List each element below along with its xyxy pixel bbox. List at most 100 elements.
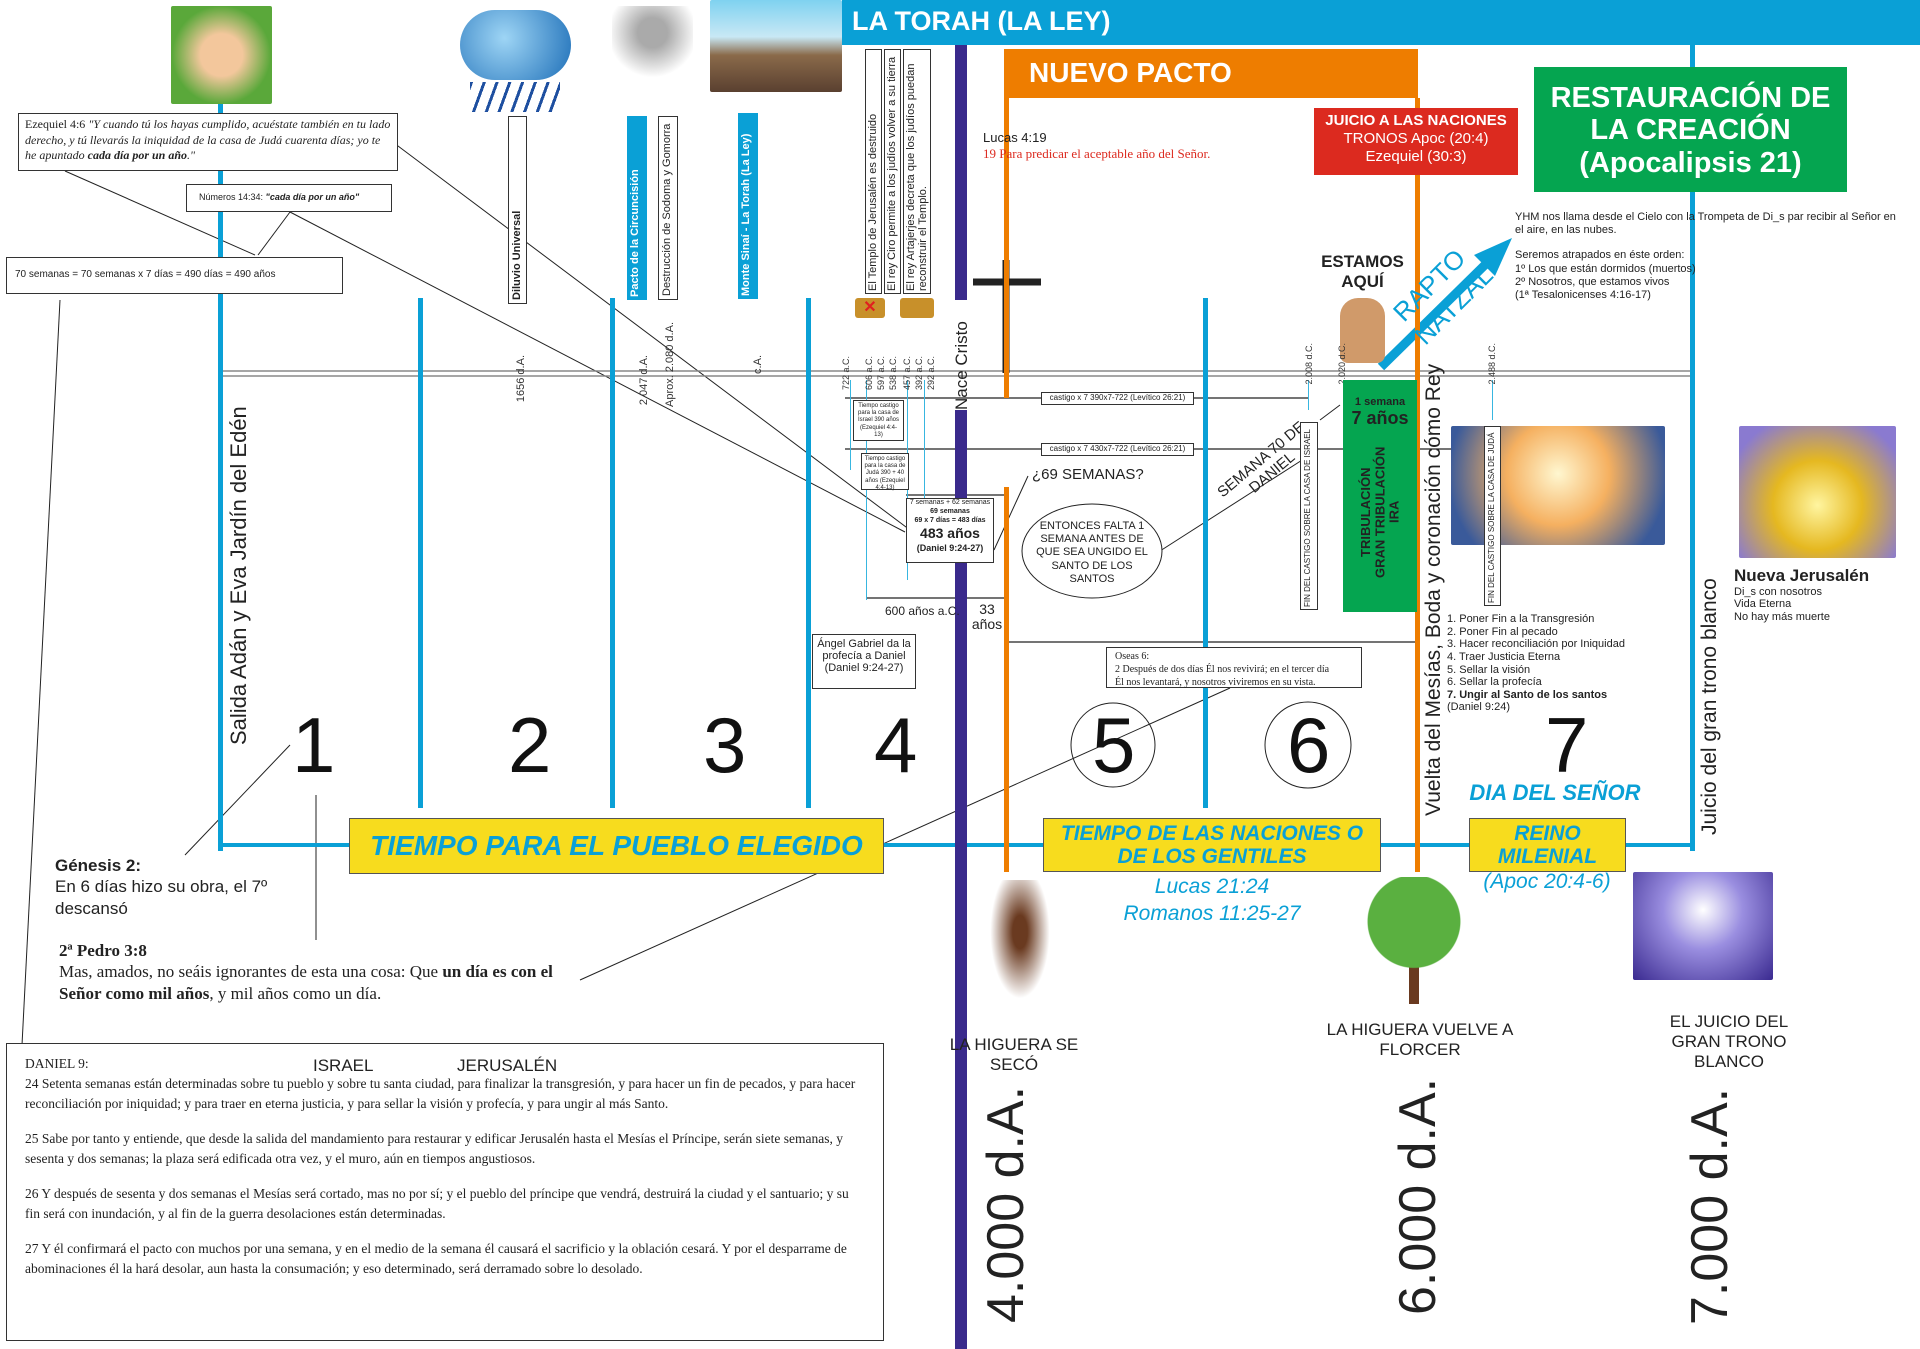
divider-4 (806, 298, 811, 808)
rain-cloud-icon (460, 10, 571, 80)
date-597: 597 a.C. (876, 356, 886, 391)
list-item: 5. Sellar la visión (1447, 663, 1531, 676)
restauracion-l2: LA CREACIÓN (1590, 114, 1791, 147)
gabriel-box: Ángel Gabriel da la profecía a Daniel (D… (812, 634, 916, 689)
event-ciro: El rey Ciro permite a los judíos volver … (884, 49, 901, 294)
date-538: 538 a.C. (888, 356, 898, 391)
pedro-ref: 2ª Pedro 3:8 (59, 941, 147, 960)
lucas-419-verse: 19 Para predicar el aceptable año del Se… (983, 146, 1211, 161)
estamos-aqui-label: ESTAMOS AQUÍ (1321, 252, 1404, 292)
higuera-seco-label: LA HIGUERA SE SECÓ (949, 1035, 1079, 1074)
event-diluvio: Diluvio Universal (508, 116, 527, 304)
yhm-l3: 1º Los que están dormidos (muertos) (1515, 262, 1696, 275)
juicio-naciones-box: JUICIO A LAS NACIONES TRONOS Apoc (20:4)… (1314, 108, 1518, 175)
juicio-trono-label: Juicio del gran trono blanco (1698, 578, 1721, 835)
divider-1 (218, 37, 223, 851)
restauracion-l3: (Apocalipsis 21) (1579, 146, 1802, 179)
oseas-l2: Él nos levantará, y nosotros viviremos e… (1115, 677, 1316, 688)
torah-banner: LA TORAH (LA LEY) (842, 0, 1920, 45)
nuevo-pacto-title: NUEVO PACTO (1029, 57, 1232, 88)
ezequiel-bold: cada día por un año (87, 148, 188, 163)
date-ca: c.A. (752, 355, 764, 374)
fin-castigo-israel: FIN DEL CASTIGO SOBRE LA CASA DE ISRAEL (1300, 422, 1318, 610)
divider-7 (1690, 45, 1695, 851)
seiscientos-label: 600 años a.C. (885, 604, 960, 618)
great-white-throne-image (1633, 872, 1773, 980)
new-jerusalem-image (1739, 426, 1896, 558)
lucas-2124: Lucas 21:24 (1154, 875, 1270, 898)
lucas-419-ref: Lucas 4:19 (983, 130, 1047, 145)
yhm-l1: YHM nos llama desde el Cielo con la Trom… (1515, 211, 1896, 237)
dia-senor-label: DIA DEL SEÑOR (1469, 780, 1641, 805)
period-2: 2 (508, 701, 552, 789)
ezequiel-quote: "Y cuando tú los hayas cumplido, acuésta… (25, 117, 391, 163)
temple-icon (900, 298, 934, 318)
list-item: (Daniel 9:24) (1447, 701, 1510, 714)
castigo-israel-label: castigo x 7 390x7-722 (Levítico 26:21) (1041, 392, 1194, 405)
tree-sketch-image (612, 6, 693, 95)
higuera-florece-label: LA HIGUERA VUELVE A FLORCER (1326, 1020, 1514, 1059)
ezequiel-box: Ezequiel 4:6 "Y cuando tú los hayas cump… (18, 113, 398, 171)
event-artajerjes: El rey Artajerjes decreta que los judíos… (903, 49, 931, 294)
nj-title: Nueva Jerusalén (1734, 566, 1870, 585)
date-2020: 2.020 d.C. (1337, 343, 1347, 385)
tribulacion-semana: 1 semana (1354, 396, 1406, 408)
oseas-ref: Oseas 6: (1115, 651, 1150, 662)
orange-line (1004, 487, 1009, 872)
pedro-t2: , y mil años como un día. (209, 983, 382, 1003)
date-392: 392 a.C. (914, 356, 924, 391)
box483-l1: 7 semanas + 62 semanas (909, 499, 991, 506)
milenio-6000: 6.000 d.A. (1389, 1077, 1447, 1315)
period-1: 1 (292, 701, 336, 789)
date-722: 722 a.C. (841, 356, 851, 391)
date-2080: Aprox. 2.080 d.A. (664, 322, 676, 407)
nace-cristo-label: Nace Cristo (952, 321, 971, 410)
romanos-ref: Romanos 11:25-27 (1123, 902, 1301, 926)
milenio-7000: 7.000 d.A. (1681, 1087, 1739, 1325)
trib-l1: TRIBULACIÓN (1357, 467, 1373, 557)
daniel-v27: 27 Y él confirmará el pacto con muchos p… (25, 1241, 847, 1276)
mount-sinai-image (710, 0, 842, 92)
genesis-ref: Génesis 2: (55, 856, 141, 875)
daniel-v24: 24 Setenta semanas están determinadas so… (25, 1076, 856, 1111)
fin-castigo-juda: FIN DEL CASTIGO SOBRE LA CASA DE JUDÁ (1484, 426, 1501, 606)
torah-title: LA TORAH (LA LEY) (852, 6, 1111, 36)
oseas-box: Oseas 6: 2 Después de dos días Él nos rev… (1106, 647, 1362, 688)
period-7: 7 (1545, 701, 1589, 789)
event-sodoma: Destrucción de Sodoma y Gomorra (658, 116, 678, 300)
pedro-t1: Mas, amados, no seáis ignorantes de esta… (59, 962, 443, 982)
box483-ref: (Daniel 9:24-27) (916, 542, 984, 553)
nj-l2: Vida Eterna (1734, 598, 1792, 611)
juicio-trono-caption: EL JUICIO DEL GRAN TRONO BLANCO (1669, 1012, 1789, 1071)
list-item: 6. Sellar la profecía (1447, 676, 1542, 689)
oseas-l1: 2 Después de dos días Él nos revivirá; e… (1115, 664, 1330, 675)
rain-icon (470, 82, 560, 112)
reino-milenial-banner: REINO MILENIAL (1469, 818, 1626, 872)
blooming-fig-tree-image (1354, 877, 1474, 1004)
date-2008: 2.008 d.C. (1304, 343, 1314, 385)
event-templo: El Templo de Jerusalén es destruido (865, 49, 882, 294)
list-item: 7. Ungir al Santo de los santos (1447, 688, 1608, 701)
adam-eve-image (171, 6, 272, 104)
juicio-line2: Ezequiel (30:3) (1365, 148, 1467, 165)
juicio-title: JUICIO A LAS NACIONES (1325, 112, 1507, 129)
nj-l1: Di_s con nosotros (1734, 585, 1823, 598)
nuevo-pacto-banner: NUEVO PACTO (1004, 49, 1418, 98)
destroyed-temple-icon: ✕ (855, 298, 885, 318)
event-sinai: Monte Sinaí - La Torah (La Ley) (738, 113, 758, 299)
nj-l3: No hay más muerte (1734, 610, 1830, 623)
list-item: 3. Hacer reconciliación por Iniquidad (1447, 638, 1625, 651)
naciones-banner: TIEMPO DE LAS NACIONES O DE LOS GENTILES (1043, 818, 1381, 872)
divider-2 (418, 298, 423, 808)
daniel-v26: 26 Y después de sesenta y dos semanas el… (25, 1186, 849, 1221)
christ-bar-top (955, 45, 967, 300)
dry-fig-tree-image (985, 880, 1055, 1010)
trib-l3: IRA (1386, 500, 1402, 524)
pueblo-elegido-banner: TIEMPO PARA EL PUEBLO ELEGIDO (349, 818, 884, 874)
ellipse-text: ENTONCES FALTA 1 SEMANA ANTES DE QUE SEA… (1036, 520, 1148, 585)
christ-bar (955, 410, 967, 1349)
treinta-tres-label: 33 años (971, 601, 1003, 633)
